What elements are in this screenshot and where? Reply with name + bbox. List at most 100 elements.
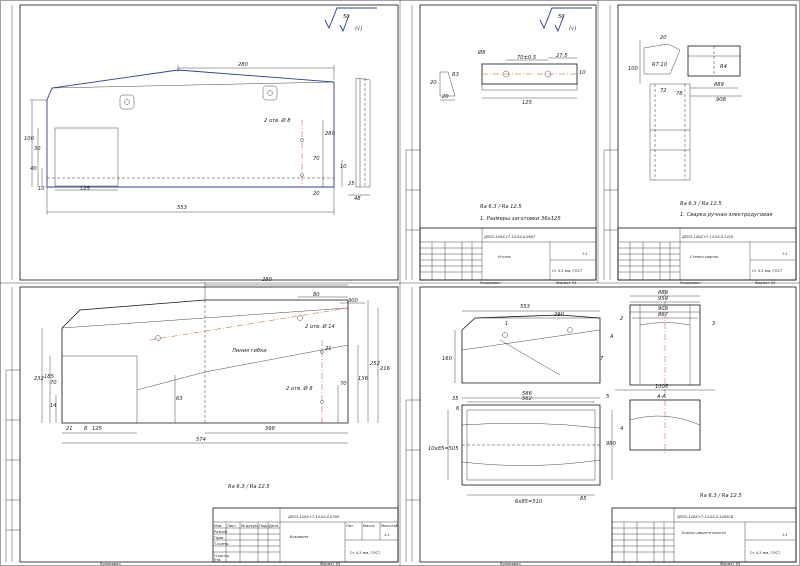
svg-text:909: 909 xyxy=(658,306,668,312)
svg-text:136: 136 xyxy=(358,376,369,382)
svg-text:1: 1 xyxy=(505,321,508,327)
svg-text:232: 232 xyxy=(34,376,44,382)
svg-text:85: 85 xyxy=(580,496,587,502)
stenka-code: ДП03.140/Ст7.14.04.0.1410 xyxy=(681,235,734,239)
svg-text:125: 125 xyxy=(92,426,103,432)
svg-text:125: 125 xyxy=(80,186,91,192)
ugolok-code: ДП03.140/Ст7.14.04.0.0607 xyxy=(483,235,536,239)
svg-text:586: 586 xyxy=(522,391,533,397)
svg-text:А: А xyxy=(609,334,614,340)
svg-text:160: 160 xyxy=(442,356,453,362)
svg-text:Т.контр.: Т.контр. xyxy=(213,542,230,546)
svg-text:Масса: Масса xyxy=(363,524,374,528)
svg-text:Ст 4-5 мм, ГОСТ: Ст 4-5 мм, ГОСТ xyxy=(350,551,381,555)
svg-text:Ø8: Ø8 xyxy=(477,49,486,56)
svg-text:Формат А4: Формат А4 xyxy=(755,281,776,285)
svg-text:20: 20 xyxy=(660,35,667,41)
svg-text:20: 20 xyxy=(442,94,449,100)
svg-text:908: 908 xyxy=(716,97,727,103)
svg-text:2 отв. Ø 8: 2 отв. Ø 8 xyxy=(264,117,291,124)
svg-text:Н.контр.: Н.контр. xyxy=(214,554,230,558)
svg-text:2 отв. Ø 8: 2 отв. Ø 8 xyxy=(286,385,313,392)
svg-text:Утв.: Утв. xyxy=(214,558,222,562)
svg-text:Лит.: Лит. xyxy=(346,524,354,528)
svg-text:2: 2 xyxy=(620,316,623,322)
svg-text:100: 100 xyxy=(24,136,35,142)
svg-text:48: 48 xyxy=(354,196,361,202)
svg-text:290: 290 xyxy=(554,312,565,318)
svg-text:1005: 1005 xyxy=(655,384,669,390)
svg-text:Пров.: Пров. xyxy=(214,536,224,540)
svg-text:Подп.: Подп. xyxy=(259,524,270,528)
svg-text:Копировал: Копировал xyxy=(680,281,701,285)
svg-text:70: 70 xyxy=(313,156,320,162)
svg-text:10х85=505: 10х85=505 xyxy=(428,446,459,452)
svg-text:280: 280 xyxy=(262,277,273,283)
svg-text:1:1: 1:1 xyxy=(384,533,390,537)
ugolok-name: Уголок xyxy=(498,255,512,259)
svg-text:50: 50 xyxy=(558,14,565,20)
svg-text:Разраб.: Разраб. xyxy=(214,530,228,534)
ugolok-note: 1. Размеры заготовки 36х125 xyxy=(480,216,561,222)
svg-text:7: 7 xyxy=(600,356,604,362)
svg-text:20: 20 xyxy=(313,191,320,197)
svg-text:А-А: А-А xyxy=(656,394,666,400)
roughness-mark-ugolok: 50 (√) xyxy=(539,7,592,33)
svg-text:(√): (√) xyxy=(355,25,362,32)
bokovina-ra-note: Ra 6.3 / Ra 12.5 xyxy=(228,484,270,490)
svg-text:Линия гибки: Линия гибки xyxy=(231,348,267,354)
svg-text:125: 125 xyxy=(522,100,533,106)
svg-text:Лист: Лист xyxy=(227,524,236,528)
svg-text:6x85=510: 6x85=510 xyxy=(515,499,543,505)
svg-text:1:1: 1:1 xyxy=(782,252,788,256)
svg-text:980: 980 xyxy=(606,441,617,447)
svg-text:1:1: 1:1 xyxy=(582,252,588,256)
svg-text:35: 35 xyxy=(452,396,459,402)
bokovina-top-view: 280 553 125 100 40 30 70 280 10 20 48 10… xyxy=(24,62,371,215)
stenka-note: 1. Сварка ручная электродуговая xyxy=(680,212,772,218)
bokovina-name: Боковина xyxy=(290,535,308,539)
svg-text:30: 30 xyxy=(34,146,41,152)
stenka-view: 20 100 R7.10 R4 889 908 78 72 xyxy=(628,35,742,181)
svg-text:27.5: 27.5 xyxy=(556,53,568,59)
title-block-bokovina: Изм. Лист № докум. Подп. Дата Разраб. Пр… xyxy=(100,507,399,566)
svg-text:8: 8 xyxy=(84,426,88,432)
frame-bokovina xyxy=(19,286,399,563)
svg-text:Дата: Дата xyxy=(269,524,278,528)
svg-text:40: 40 xyxy=(30,166,37,172)
svg-text:Формат А4: Формат А4 xyxy=(556,281,577,285)
korpus-view: 553 290 160 35 586 562 6x85=510 85 980 1… xyxy=(428,290,715,505)
svg-text:100: 100 xyxy=(628,66,639,72)
svg-text:553: 553 xyxy=(520,304,530,310)
svg-text:10: 10 xyxy=(340,164,347,170)
svg-text:252: 252 xyxy=(370,361,380,367)
svg-text:70: 70 xyxy=(50,380,57,386)
svg-text:959: 959 xyxy=(658,296,668,302)
svg-text:80: 80 xyxy=(313,292,320,298)
svg-text:70±0.5: 70±0.5 xyxy=(517,55,537,61)
korpus-ra-note: Ra 6.3 / Ra 12.5 xyxy=(700,493,742,499)
bokovina-code: ДП03.140/Ст7.14.04.0.0700 xyxy=(287,515,340,519)
svg-text:1:1: 1:1 xyxy=(782,533,788,537)
stenka-ra-note: Ra 6.3 / Ra 12.5 xyxy=(680,201,722,207)
svg-text:4: 4 xyxy=(620,426,623,432)
korpus-name: Корпус решета молота xyxy=(682,531,726,535)
svg-text:21: 21 xyxy=(66,426,73,432)
svg-text:14: 14 xyxy=(50,403,57,409)
svg-text:Масштаб: Масштаб xyxy=(381,524,399,528)
ugolok-ra-note: Ra 6.3 / Ra 12.5 xyxy=(480,204,522,210)
title-block-stenka: ДП03.140/Ст7.14.04.0.1410 Стенка задняя … xyxy=(617,227,797,285)
svg-text:Ст 4-5 мм, ГОСТ: Ст 4-5 мм, ГОСТ xyxy=(752,269,783,273)
svg-text:Ст 4-5 мм, ГОСТ: Ст 4-5 мм, ГОСТ xyxy=(750,551,781,555)
svg-text:72: 72 xyxy=(660,88,667,94)
roughness-mark-top-left: 50 (√) xyxy=(324,7,377,33)
svg-text:280: 280 xyxy=(238,62,249,68)
svg-text:Копировал: Копировал xyxy=(100,562,121,566)
svg-text:25: 25 xyxy=(348,181,355,187)
title-block-ugolok: ДП03.140/Ст7.14.04.0.0607 Уголок Ст 4-5 … xyxy=(419,227,597,285)
svg-text:300: 300 xyxy=(348,298,359,304)
svg-text:78: 78 xyxy=(676,91,683,97)
svg-text:20: 20 xyxy=(430,80,437,86)
